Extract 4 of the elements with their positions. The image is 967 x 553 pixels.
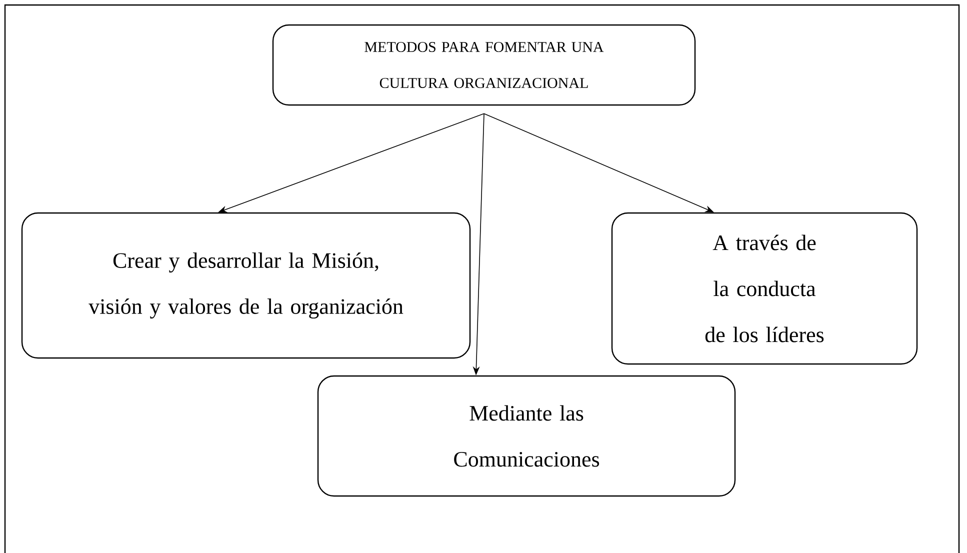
rounded-box: A través de la conducta de los líderes [611, 212, 918, 365]
rounded-box: METODOS PARA FOMENTAR UNA CULTURA ORGANIZACIONAL [272, 24, 696, 106]
rounded-box: Mediante las Comunicaciones [317, 375, 736, 497]
rounded-box: Crear y desarrollar la Misión, visión y valores de la organización [21, 212, 471, 359]
